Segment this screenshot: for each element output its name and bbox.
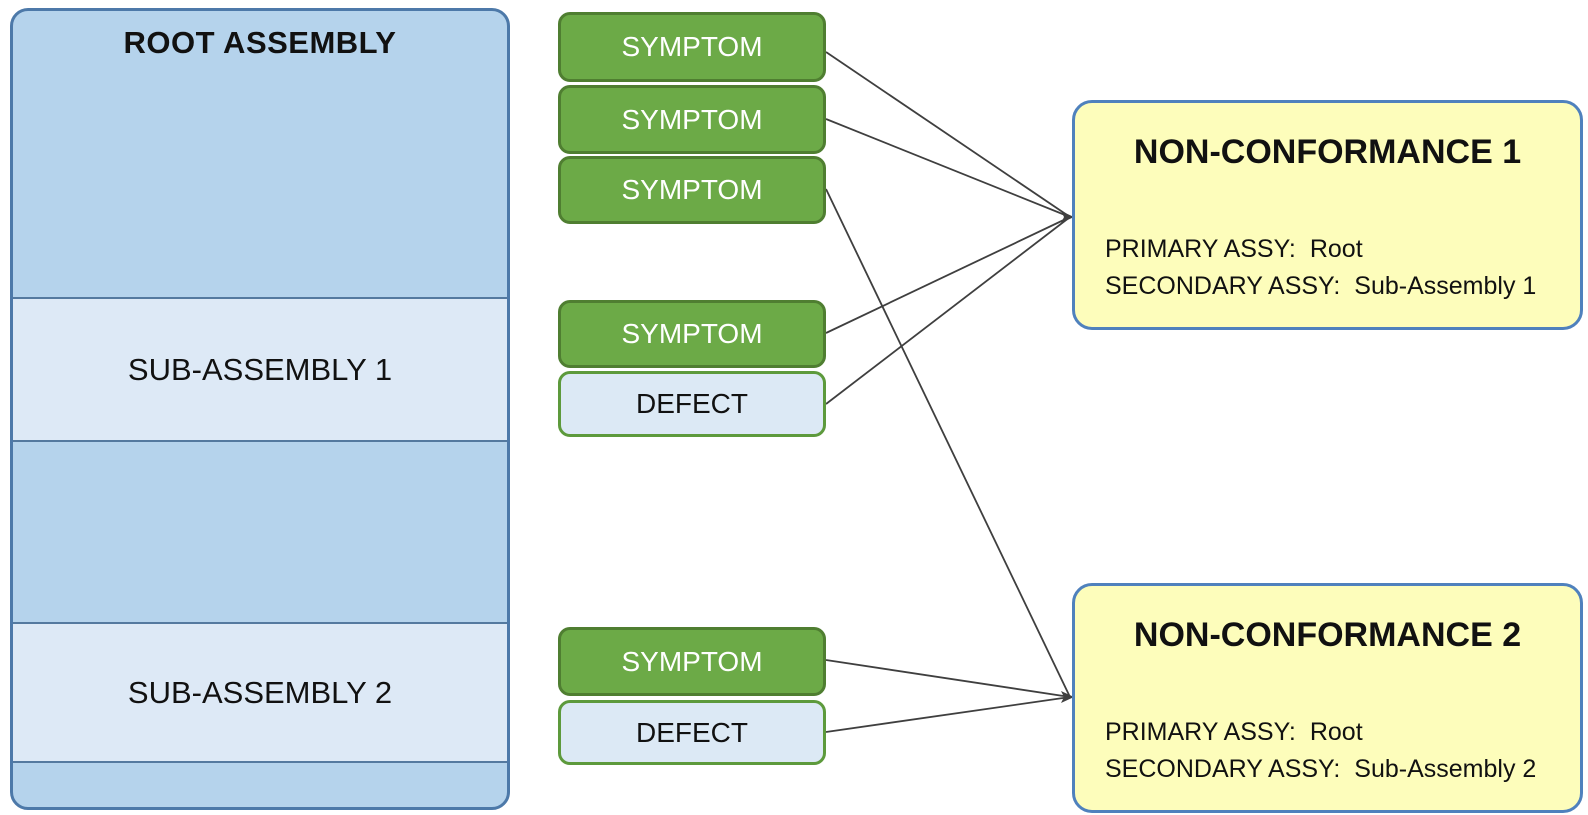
defect-2-label: DEFECT [636,716,748,748]
connector-symptom5-nc2 [825,659,1071,698]
symptom-box-5: SYMPTOM [558,627,826,696]
connector-symptom3-nc2 [825,188,1071,698]
symptom-4-label: SYMPTOM [621,318,763,349]
symptom-box-4: SYMPTOM [558,300,826,368]
primary-assy-row: PRIMARY ASSY: Root [1105,714,1566,751]
sub-assembly-2-label: SUB-ASSEMBLY 2 [127,674,393,710]
defect-box-2: DEFECT [558,700,826,765]
secondary-assy-row: SECONDARY ASSY: Sub-Assembly 1 [1105,268,1566,305]
connector-symptom2-nc1 [825,118,1071,218]
non-conformance-2-body: PRIMARY ASSY: Root SECONDARY ASSY: Sub-Ass… [1105,714,1566,788]
secondary-assy-label: SECONDARY ASSY: [1105,272,1341,300]
symptom-5-label: SYMPTOM [621,645,763,677]
secondary-assy-value: Sub-Assembly 2 [1354,755,1537,783]
primary-assy-label: PRIMARY ASSY: [1105,718,1296,746]
primary-assy-value: Root [1309,718,1363,746]
connector-defect1-nc1 [825,216,1071,405]
secondary-assy-row: SECONDARY ASSY: Sub-Assembly 2 [1105,751,1566,788]
symptom-box-2: SYMPTOM [558,85,826,154]
connector-symptom4-nc1 [825,216,1071,334]
secondary-assy-label: SECONDARY ASSY: [1105,755,1341,783]
connector-defect2-nc2 [825,696,1071,733]
non-conformance-2-title: NON-CONFORMANCE 2 [1133,616,1522,654]
sub-assembly-2-band: SUB-ASSEMBLY 2 [13,622,507,763]
primary-assy-value: Root [1309,235,1363,263]
primary-assy-row: PRIMARY ASSY: Root [1105,231,1566,268]
sub-assembly-1-band: SUB-ASSEMBLY 1 [13,297,507,442]
symptom-1-label: SYMPTOM [621,31,763,62]
secondary-assy-value: Sub-Assembly 1 [1354,272,1537,300]
defect-1-label: DEFECT [636,388,748,419]
primary-assy-label: PRIMARY ASSY: [1105,235,1296,263]
root-assembly-title: ROOT ASSEMBLY [123,25,397,60]
sub-assembly-1-label: SUB-ASSEMBLY 1 [127,351,393,387]
non-conformance-2-box: NON-CONFORMANCE 2 PRIMARY ASSY: Root SECO… [1072,583,1583,813]
symptom-2-label: SYMPTOM [621,103,763,135]
symptom-box-3: SYMPTOM [558,156,826,224]
defect-box-1: DEFECT [558,371,826,437]
symptom-box-1: SYMPTOM [558,12,826,82]
connector-symptom1-nc1 [825,51,1071,218]
root-assembly-box: ROOT ASSEMBLY SUB-ASSEMBLY 1 SUB-ASSEMBL… [10,8,510,810]
non-conformance-1-box: NON-CONFORMANCE 1 PRIMARY ASSY: Root SECO… [1072,100,1583,330]
non-conformance-1-body: PRIMARY ASSY: Root SECONDARY ASSY: Sub-Ass… [1105,231,1566,305]
non-conformance-1-title: NON-CONFORMANCE 1 [1133,133,1522,171]
symptom-3-label: SYMPTOM [621,174,763,205]
